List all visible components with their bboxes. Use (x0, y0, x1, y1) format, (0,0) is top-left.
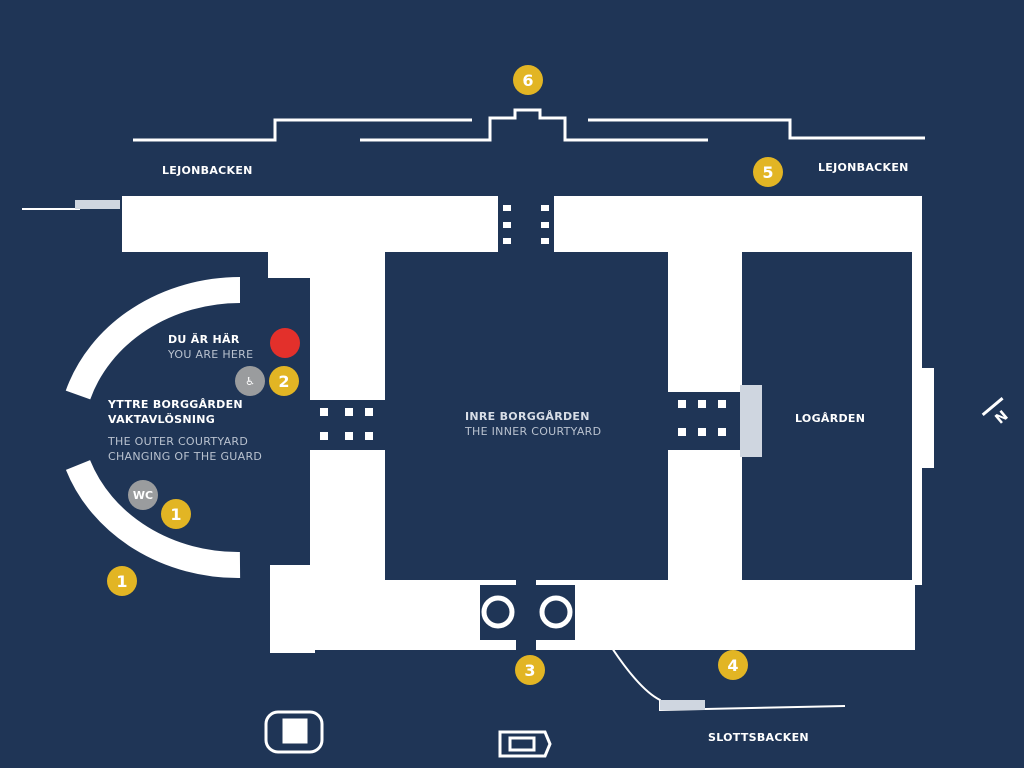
inner-courtyard-en: THE INNER COURTYARD (465, 425, 602, 438)
street-label-lejonbacken-right: LEJONBACKEN (818, 161, 909, 174)
changing-guard-en: CHANGING OF THE GUARD (108, 450, 263, 463)
logarden-label: LOGÅRDEN (795, 412, 866, 425)
wheelchair-icon: ♿ (235, 366, 265, 396)
wc-icon: WC (128, 480, 158, 510)
building-icons (264, 710, 552, 758)
you-are-here-en: YOU ARE HERE (168, 348, 254, 361)
marker-3: 3 (515, 655, 545, 685)
street-outline (22, 108, 925, 712)
marker-1-outer: 1 (107, 566, 137, 596)
marker-2: 2 (269, 366, 299, 396)
marker-4: 4 (718, 650, 748, 680)
you-are-here-marker (270, 328, 300, 358)
marker-5: 5 (753, 157, 783, 187)
outer-courtyard-sv: YTTRE BORGGÅRDEN (108, 398, 243, 411)
marker-6: 6 (513, 65, 543, 95)
marker-1: 1 (161, 499, 191, 529)
outer-courtyard-en: THE OUTER COURTYARD (108, 435, 249, 448)
outer-courtyard-arcs (65, 277, 241, 579)
you-are-here-sv: DU ÄR HÄR (168, 333, 240, 346)
street-label-lejonbacken-left: LEJONBACKEN (162, 164, 253, 177)
inner-courtyard-sv: INRE BORGGÅRDEN (465, 410, 590, 423)
changing-guard-sv: VAKTAVLÖSNING (108, 413, 216, 426)
street-label-slottsbacken: SLOTTSBACKEN (708, 731, 809, 744)
